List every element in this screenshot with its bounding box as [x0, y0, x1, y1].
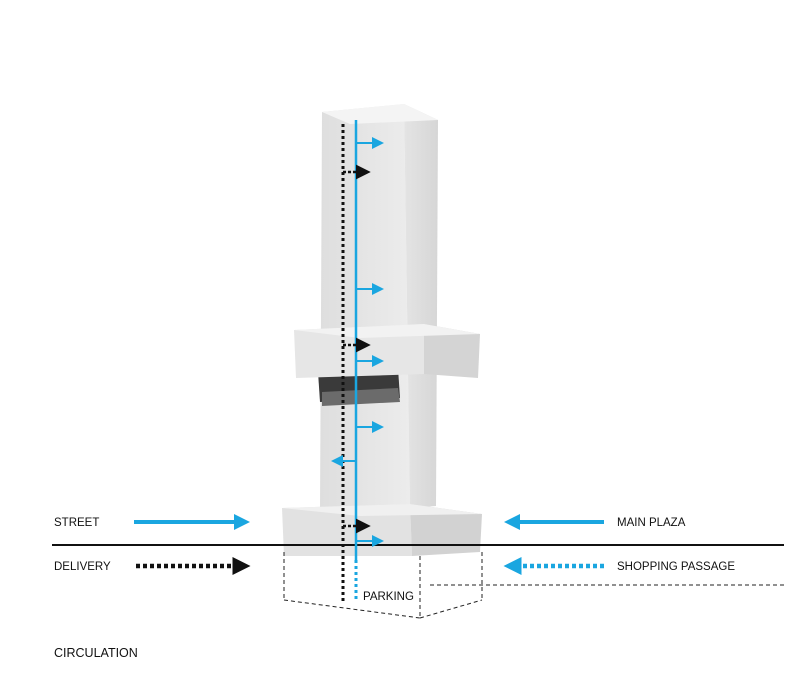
plate-top-face — [294, 324, 480, 338]
podium-side-face — [410, 504, 482, 556]
street-label: STREET — [54, 517, 99, 529]
main-plaza-label: MAIN PLAZA — [617, 517, 686, 529]
parking-label: PARKING — [363, 591, 414, 603]
vertical-circulation — [331, 120, 384, 602]
tower-side-face — [404, 104, 438, 508]
podium-top-face — [282, 504, 482, 516]
tower-front-face — [320, 104, 410, 510]
shopping-passage-label: SHOPPING PASSAGE — [617, 561, 735, 573]
diagram-title: CIRCULATION — [54, 646, 138, 660]
delivery-label: DELIVERY — [54, 561, 111, 573]
parking-level-outline — [283, 552, 784, 619]
plate-side-face — [424, 324, 480, 378]
tower-top-face — [322, 104, 438, 124]
entrance-arrows — [134, 514, 604, 575]
building-model — [282, 104, 482, 556]
